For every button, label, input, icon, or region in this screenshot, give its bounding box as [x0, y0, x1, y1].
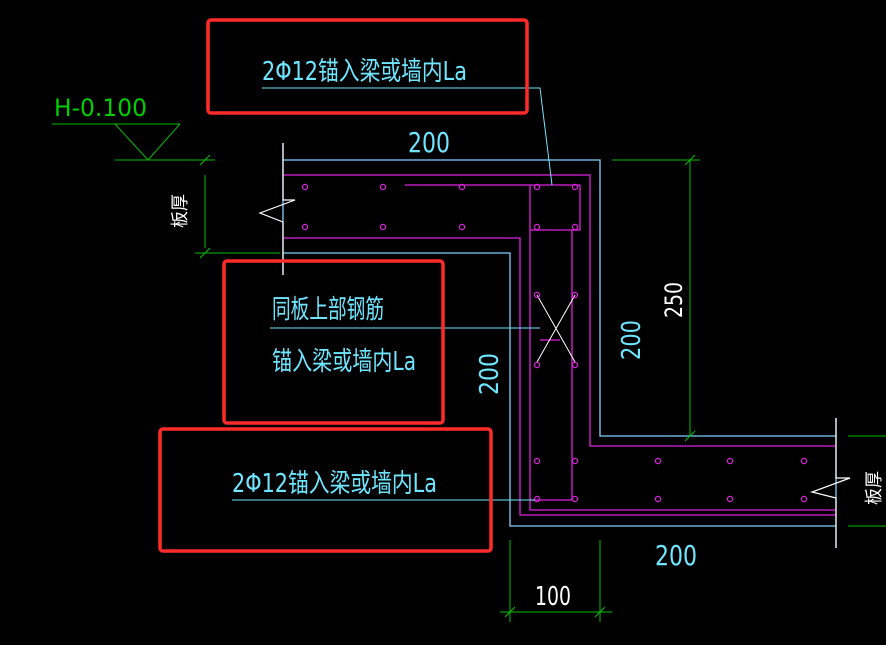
highlight-top: [206, 18, 529, 115]
rebar-stirrup-left: [529, 185, 836, 511]
callout-bottom: 2Φ12锚入梁或墙内La: [232, 469, 437, 499]
rebar-dot: [571, 223, 579, 231]
tie-cross: [536, 294, 576, 363]
rebar-dot: [726, 457, 734, 465]
rebar-inner: [283, 237, 836, 516]
rebar-dot: [800, 495, 808, 503]
rebar-dot: [533, 291, 541, 299]
highlight-bottom: [158, 427, 493, 553]
callout-middle-line2: 锚入梁或墙内La: [272, 347, 416, 377]
rebar-dot: [654, 457, 662, 465]
callout-top: 2Φ12锚入梁或墙内La: [262, 57, 467, 87]
texts: H-0.100 2Φ12锚入梁或墙内La 同板上部钢筋 锚入梁或墙内La 2Φ1…: [54, 57, 885, 612]
outline-outer-top: [283, 159, 836, 437]
dim-right-inner: 200: [617, 320, 647, 360]
break-line-right: [809, 418, 851, 548]
rebar-dot: [800, 457, 808, 465]
break-line-left: [258, 143, 296, 275]
rebar-dot: [571, 495, 579, 503]
rebar-stirrup-top: [405, 184, 581, 231]
rebar-dot: [533, 223, 541, 231]
rebar-dot: [301, 223, 309, 231]
callout-middle-line1: 同板上部钢筋: [272, 295, 384, 325]
rebar-dot: [533, 361, 541, 369]
rebar-stirrup-corner: [530, 230, 573, 501]
highlight-middle: [222, 259, 445, 425]
rebar-dot: [726, 495, 734, 503]
slab-thickness-right: 板厚: [864, 471, 885, 505]
leader-lines: [232, 87, 553, 501]
rebar-dots: [301, 183, 808, 503]
leader-top: [262, 87, 553, 186]
dim-left-height: 200: [475, 353, 505, 395]
rebar-dot: [571, 183, 579, 191]
rebar-dot: [654, 495, 662, 503]
rebar-dot: [533, 457, 541, 465]
rebar-dot: [301, 183, 309, 191]
rebar-dot: [458, 183, 466, 191]
rebar-dot: [571, 361, 579, 369]
rebar-lines: [283, 174, 836, 516]
break-lines: [258, 143, 851, 548]
dimension-lines: [52, 123, 886, 622]
rebar-dot: [533, 183, 541, 191]
dim-top-width: 200: [408, 126, 450, 159]
outline-inner-top: [283, 252, 836, 527]
rebar-dot: [571, 457, 579, 465]
rebar-dot: [379, 223, 387, 231]
rebar-dot: [379, 183, 387, 191]
dim-bottom-width: 200: [655, 539, 697, 572]
rebar-dot: [533, 495, 541, 503]
rebar-outer: [283, 174, 836, 447]
elevation-label: H-0.100: [54, 94, 147, 122]
highlight-boxes: [158, 18, 529, 553]
rebar-dot: [458, 223, 466, 231]
dim-bottom-step: 100: [535, 582, 571, 612]
rebar-dot: [571, 291, 579, 299]
dim-right-outer: 250: [660, 282, 688, 318]
slab-thickness-left: 板厚: [170, 194, 191, 228]
